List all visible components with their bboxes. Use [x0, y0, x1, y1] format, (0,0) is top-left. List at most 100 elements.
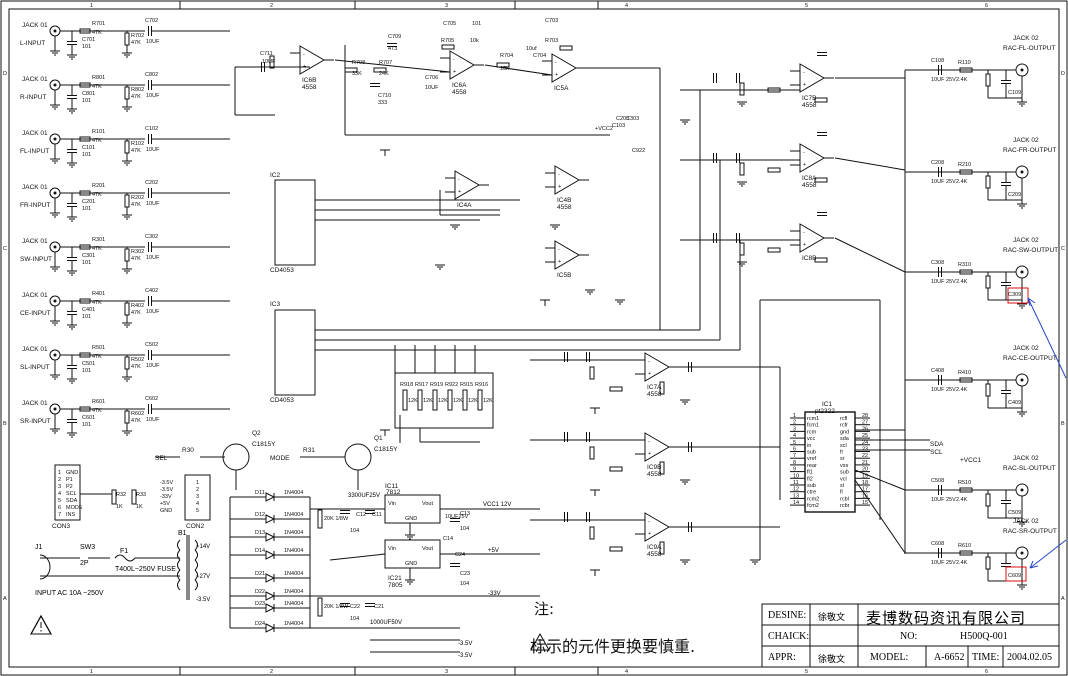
resistor [739, 82, 745, 96]
input-resistor [79, 82, 91, 88]
c22-ref: C22 [350, 604, 360, 610]
array-resistor [432, 389, 438, 411]
component-label: 10UF [262, 59, 276, 65]
component-label: 10uf [526, 46, 537, 52]
opamp-minus-sign: - [648, 359, 650, 365]
ground-icon [122, 106, 132, 112]
opamp-triangle [799, 143, 825, 173]
opamp-name: IC9B [647, 464, 661, 471]
ic1-pin-number: 28 [862, 413, 868, 419]
transformer-coil [194, 569, 198, 581]
ic3-body [274, 309, 316, 396]
array-resistor-ref: R922 [445, 382, 458, 388]
ic1-pin-name: rcbl [840, 496, 849, 502]
input-r1-ref: R401 [92, 291, 105, 297]
capacitor [261, 62, 265, 72]
ic1-pin-name: vcc [807, 436, 816, 442]
diode-icon [265, 532, 276, 542]
input-c1-value: 101 [82, 260, 91, 266]
output-resistor-value: 2.4K [956, 77, 968, 83]
output-shunt-cap-ref: C509 [1008, 510, 1021, 516]
ruler-top-number: 3 [445, 3, 448, 9]
ic3-type: CD4053 [270, 397, 294, 404]
ic11-gnd: GND [405, 516, 417, 522]
opamp-plus-sign: + [303, 64, 306, 70]
array-resistor-ref: R917 [415, 382, 428, 388]
output-shunt-cap-ref: C109 [1008, 90, 1021, 96]
ic1-pin-name: sda [840, 436, 850, 442]
component-label: 333 [378, 100, 387, 106]
highlight-c609 [1005, 566, 1027, 582]
opamp-plus-sign: + [555, 72, 558, 78]
opamp-type: 4558 [302, 84, 317, 91]
opamp-plus-sign: + [558, 259, 561, 265]
jack-pin [53, 245, 57, 249]
input-c1-value: 101 [82, 44, 91, 50]
con3-resistor [131, 489, 137, 505]
ground-icon [405, 579, 415, 585]
input-r2-value: 47K [131, 364, 141, 370]
resistor [609, 546, 623, 552]
resistor [441, 44, 455, 50]
power-input-label: INPUT AC 10A ~250V [35, 590, 104, 597]
output-shunt-capacitor [1001, 390, 1011, 394]
component-label: C711 [260, 51, 273, 57]
component-label: R705 [441, 38, 454, 44]
v27-label: ~27V [196, 574, 211, 580]
ground-icon [405, 534, 415, 540]
component-label: C710 [378, 93, 391, 99]
input-resistor [124, 32, 130, 46]
output-shunt-capacitor [1001, 500, 1011, 504]
ic1-pin-name: sr [840, 456, 845, 462]
ic1-pin-number: 22 [862, 453, 868, 459]
ic1-body [804, 411, 856, 513]
resistor [767, 247, 781, 253]
ic1-pin-number: 20 [862, 467, 868, 473]
input-capacitor [67, 257, 77, 261]
p5v-label: +5V [488, 548, 499, 554]
output-cap-ref: C308 [931, 260, 944, 266]
wire [334, 59, 451, 73]
input-r2-value: 47K [131, 310, 141, 316]
output-resistor-value: 2.4K [956, 387, 968, 393]
input-resistor [124, 248, 130, 262]
ic1-pin-number: 4 [793, 433, 796, 439]
ground-icon [67, 162, 77, 168]
output-cap-value: 10UF 25V [931, 560, 956, 566]
ground-icon [122, 160, 132, 166]
input-r1-value: 47K [92, 192, 102, 198]
cap-value: 104 [460, 581, 469, 587]
ground-icon [50, 50, 60, 56]
con2-pin-number: 2 [196, 487, 199, 493]
ground-icon [680, 119, 690, 125]
input-channel: JACK 01SW-INPUTR30147KC301101R30247KC302… [20, 234, 230, 276]
ground-icon [122, 430, 132, 436]
ic1-pin-name: sub [840, 470, 849, 476]
input-channel: JACK 01R-INPUTR80147KC801101R80247KC8021… [20, 72, 230, 114]
array-resistor-value: 12K [483, 398, 493, 404]
transformer-coil [177, 579, 181, 591]
resistor-value: 20K 1/8W [324, 604, 349, 610]
f1-label: F1 [120, 548, 129, 555]
c11-ref: C11 [372, 512, 382, 518]
output-resistor [959, 550, 973, 556]
ic1-pin-number: 15 [862, 500, 868, 506]
diode-ref: D22 [255, 589, 265, 595]
ruler-left-letter: A [3, 596, 7, 602]
capacitor [817, 132, 827, 136]
output-jack-name: JACK 02 [1013, 35, 1039, 42]
input-resistor [79, 406, 91, 412]
input-capacitor [67, 311, 77, 315]
ic1-pin-number: 11 [793, 480, 799, 486]
input-r1-ref: R801 [92, 75, 105, 81]
r31-label: R31 [303, 447, 315, 454]
